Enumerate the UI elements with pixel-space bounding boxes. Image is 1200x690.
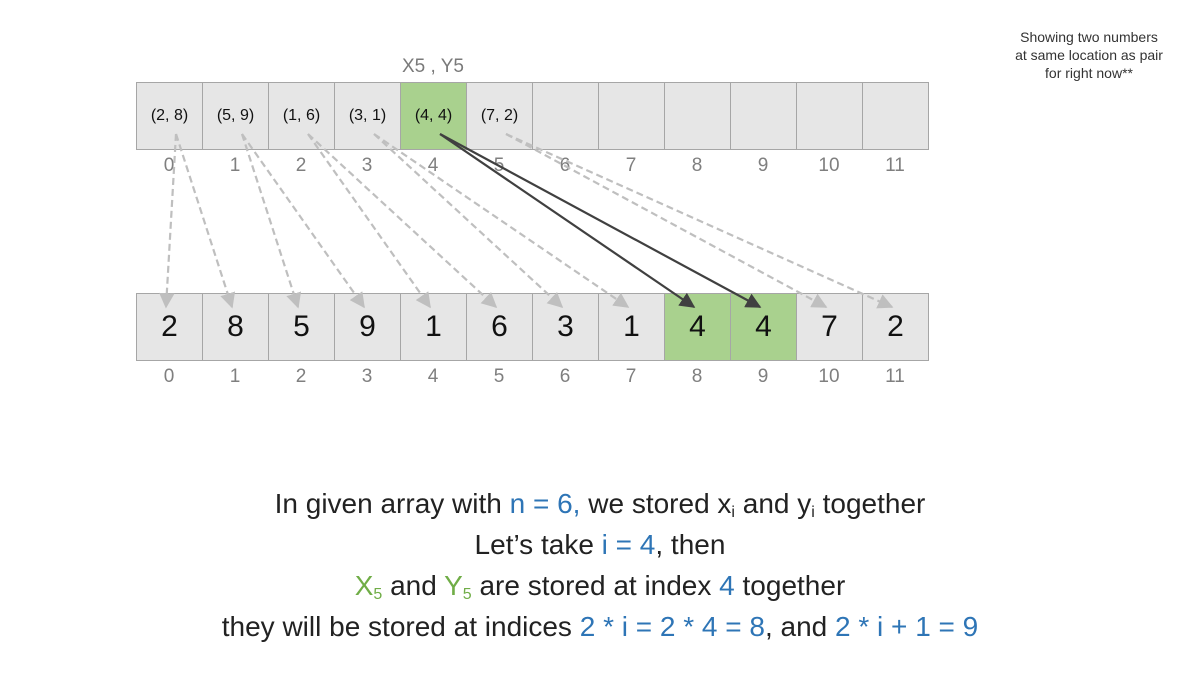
mapping-arrow: [373, 133, 564, 309]
text-subscript: 5: [373, 586, 383, 603]
text-x-symbol: X: [354, 570, 374, 601]
pair-cell: (3, 1): [334, 82, 401, 150]
index-label: 0: [163, 366, 175, 387]
text-y-symbol: Y: [444, 570, 463, 601]
text-i-value: i = 4: [601, 529, 656, 560]
value-cell: 5: [268, 293, 335, 361]
highlight-arrow: [439, 133, 762, 308]
mapping-arrow: [159, 133, 178, 309]
explanation-line-4: they will be stored at indices 2 * i = 2…: [0, 606, 1200, 647]
value-cell: 9: [334, 293, 401, 361]
value-cell: 8: [202, 293, 269, 361]
mapping-arrow: [505, 132, 894, 309]
explanation-text: In given array with n = 6, we stored x i …: [0, 483, 1200, 647]
explanation-line-2: Let’s take i = 4, then: [0, 524, 1200, 565]
top-cell-label: X5 , Y5: [402, 56, 464, 77]
text-fragment: are stored at index: [471, 570, 720, 601]
text-n-value: n = 6,: [509, 488, 581, 519]
text-fragment: together: [734, 570, 846, 601]
value-cell: 6: [466, 293, 533, 361]
index-label: 6: [559, 366, 571, 387]
text-expression-1: 2 * i = 2 * 4 = 8: [579, 611, 765, 642]
value-array-indices: 0 1 2 3 4 5 6 7 8 9 10 11: [136, 366, 928, 388]
value-cell: 3: [532, 293, 599, 361]
index-label: 8: [691, 155, 703, 176]
pair-cell: (7, 2): [466, 82, 533, 150]
index-label: 7: [625, 366, 637, 387]
index-label: 10: [818, 366, 840, 387]
index-label: 1: [229, 366, 241, 387]
pair-cell: [862, 82, 929, 150]
value-cell: 7: [796, 293, 863, 361]
text-fragment: and y: [734, 488, 812, 519]
pair-cell: [796, 82, 863, 150]
text-subscript: i: [731, 504, 735, 521]
mapping-arrow: [240, 133, 302, 309]
index-label: 10: [818, 155, 840, 176]
pair-cell: [730, 82, 797, 150]
index-label: 2: [295, 366, 307, 387]
index-label: 9: [757, 366, 769, 387]
index-label: 8: [691, 366, 703, 387]
index-label: 11: [885, 366, 905, 387]
index-label: 5: [493, 366, 505, 387]
text-fragment: , and: [764, 611, 836, 642]
text-fragment: Let’s take: [474, 529, 602, 560]
explanation-line-3: X5 and Y5 are stored at index 4 together: [0, 565, 1200, 606]
value-cell: 1: [598, 293, 665, 361]
highlight-arrow: [439, 133, 696, 308]
pair-cell: (5, 9): [202, 82, 269, 150]
index-label: 1: [229, 155, 241, 176]
note-line-1: Showing two numbers: [1020, 29, 1158, 45]
mapping-arrow: [505, 133, 828, 308]
mapping-arrow: [174, 133, 236, 309]
text-fragment: we stored x: [580, 488, 732, 519]
mapping-arrow: [373, 133, 630, 308]
text-fragment: , then: [655, 529, 726, 560]
text-fragment: they will be stored at indices: [221, 611, 580, 642]
index-label: 3: [361, 155, 373, 176]
text-fragment: together: [814, 488, 926, 519]
index-label: 3: [361, 366, 373, 387]
index-label: 4: [427, 155, 439, 176]
index-label: 0: [163, 155, 175, 176]
mapping-arrow: [241, 133, 365, 309]
pair-cell: [532, 82, 599, 150]
text-subscript: 5: [462, 586, 472, 603]
side-note: Showing two numbers at same location as …: [996, 28, 1182, 82]
index-label: 4: [427, 366, 439, 387]
note-line-2: at same location as pair: [1015, 47, 1163, 63]
index-label: 9: [757, 155, 769, 176]
pair-array: (2, 8)(5, 9)(1, 6)(3, 1)(4, 4)(7, 2): [136, 82, 929, 150]
text-fragment: and: [382, 570, 445, 601]
mapping-arrow: [307, 133, 431, 309]
note-line-3: for right now**: [1045, 65, 1133, 81]
value-cell: 2: [862, 293, 929, 361]
index-label: 7: [625, 155, 637, 176]
text-expression-2: 2 * i + 1 = 9: [835, 611, 979, 642]
pair-cell: (1, 6): [268, 82, 335, 150]
value-cell: 4: [730, 293, 797, 361]
explanation-line-1: In given array with n = 6, we stored xi …: [0, 483, 1200, 524]
text-subscript: i: [811, 504, 815, 521]
pair-cell: [664, 82, 731, 150]
text-index-value: 4: [719, 570, 735, 601]
text-fragment: In given array with: [274, 488, 510, 519]
mapping-arrow: [307, 133, 498, 309]
pair-cell: (4, 4): [400, 82, 467, 150]
index-label: 11: [885, 155, 905, 176]
index-label: 2: [295, 155, 307, 176]
